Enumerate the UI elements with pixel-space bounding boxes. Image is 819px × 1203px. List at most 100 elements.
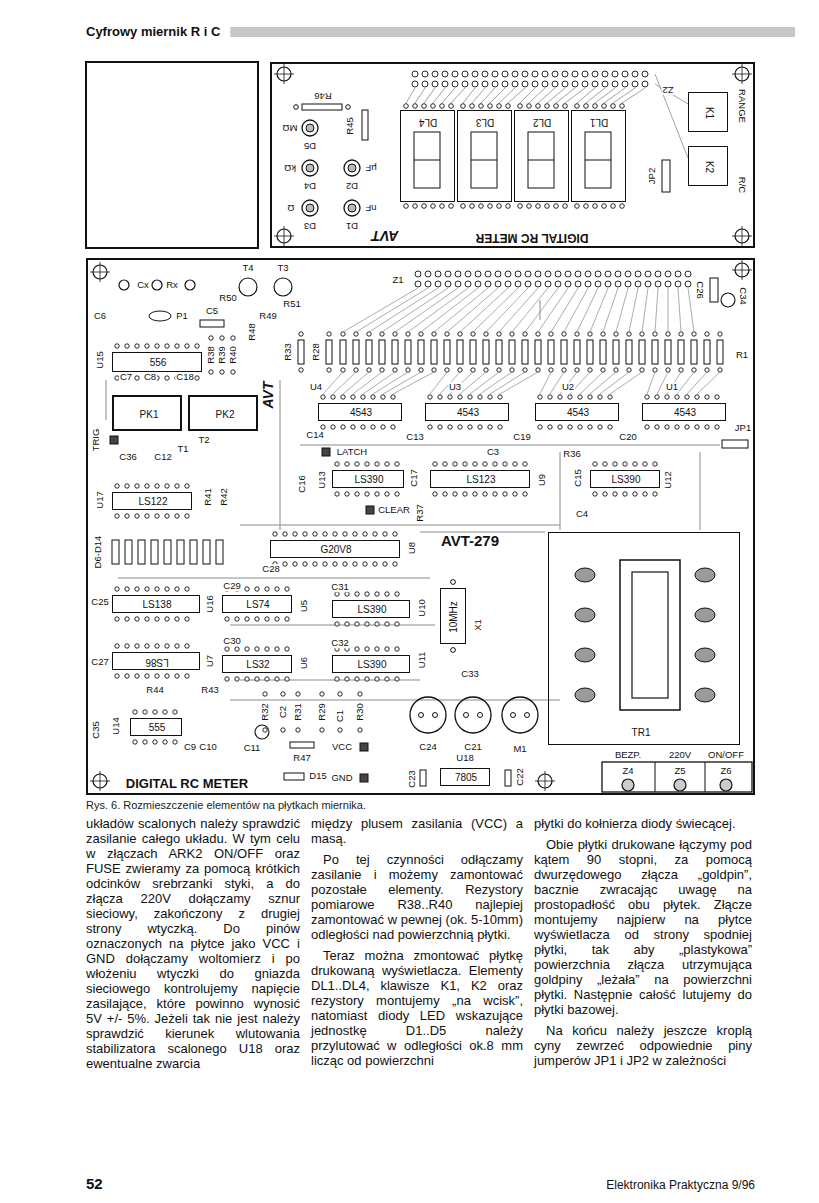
solder-pad [296,728,300,732]
connector-pin [542,81,548,87]
resistor-body [366,340,372,364]
terminal-divider [705,762,706,792]
connector-pin [585,271,591,277]
part-label: C35 [91,720,101,739]
node-text: K2 [704,161,714,173]
copper-trace [647,372,655,394]
ic-pin-pad [653,462,657,466]
copper-trace [383,372,421,394]
connector-pin [602,81,608,87]
solder-pad [611,104,616,109]
ic-pin-pad [353,562,357,566]
connector-pin [635,281,641,287]
ic-pin-pad [323,562,327,566]
copper-trace [655,288,658,332]
part-label: C34 [738,286,748,305]
ic-pin-pad [125,514,129,518]
ic-pin-pad [458,425,462,429]
ic-pin-pad [365,592,369,596]
ic-pin-pad [175,674,179,678]
part-label: C32 [330,638,349,648]
ic-pin-pad [173,710,177,714]
part-label: U13 [317,470,327,489]
logo-text: AVT [261,381,275,410]
solder-pad [458,332,462,336]
resistor-body [496,340,502,364]
solder-pad [470,204,475,209]
pcb-outline: DIGITAL RC METERAVT-279556PK1PK245434543… [86,258,755,795]
node-text: DL2 [533,117,551,127]
transistor-outline [274,278,292,296]
part-label: C16 [297,474,307,493]
copper-trace [700,452,701,530]
ic-pin-pad [185,484,189,488]
solder-pad [419,713,424,718]
resistor-body [362,110,368,140]
solder-pad [449,104,454,109]
hole-crosshair [284,226,285,246]
display-digit: DL2 [514,110,569,202]
ic-pin-pad [155,344,159,348]
part-label: LATCH [336,447,368,457]
copper-trace [616,288,628,332]
solder-pad [380,332,384,336]
solder-pad [471,368,475,372]
copper-trace [415,88,425,103]
ic-pin-pad [675,395,679,399]
solder-pad [263,728,267,732]
connector-pin [502,81,508,87]
connector-pin [655,271,661,277]
ic-pin-pad [395,592,399,596]
body-paragraph: Obie płytki drukowane łączymy pod kątem … [534,837,752,1017]
copper-trace [580,372,603,394]
copper-trace [577,88,595,103]
ic-pin-pad [355,492,359,496]
jumper-outline [722,440,748,448]
solder-pad [327,332,331,336]
connector-pin [532,71,538,77]
solder-pad [471,332,475,336]
ic-pin-pad [125,344,129,348]
copper-trace [460,372,486,394]
ic-pin-pad [163,740,167,744]
connector-pin [645,281,651,287]
node-text: 556 [150,358,167,368]
seven-segment-digit [528,160,554,161]
part-label: D15 [308,771,327,781]
ic-pin-pad [355,677,359,681]
ic-pin-pad [391,395,395,399]
jumper-outline [662,160,670,192]
connector-pin [605,271,611,277]
ic-pin-pad [185,344,189,348]
ic-pin-pad [323,532,327,536]
solder-pad [433,713,438,718]
ic-pin-pad [265,617,269,621]
copper-trace [590,372,616,394]
solder-pad [575,332,579,336]
connector-pin [685,271,691,277]
part-label: C18 [175,372,194,382]
pushbutton: K2 [688,146,728,186]
copper-trace [629,288,638,332]
part-label: C6 [93,311,107,321]
ic-pin-pad [493,462,497,466]
ic-pin-pad [538,395,542,399]
solder-pad [497,204,502,209]
diode-body [284,773,304,780]
part-label: U8 [407,541,417,555]
ic-pin-pad [463,462,467,466]
ic-pin-pad [155,644,159,648]
resistor-body [444,340,450,364]
node-text: DL3 [476,117,494,127]
connector-pin [552,81,558,87]
diode-body [125,540,132,564]
part-label: C22 [515,767,525,786]
solder-pad [620,104,625,109]
ic-pin-pad [125,587,129,591]
node-text: TR1 [632,728,651,738]
ic-pin-pad [343,562,347,566]
ic-pin-pad [331,395,335,399]
ic-pin-pad [265,677,269,681]
ic-pin-pad [341,425,345,429]
part-label: U12 [663,470,673,489]
